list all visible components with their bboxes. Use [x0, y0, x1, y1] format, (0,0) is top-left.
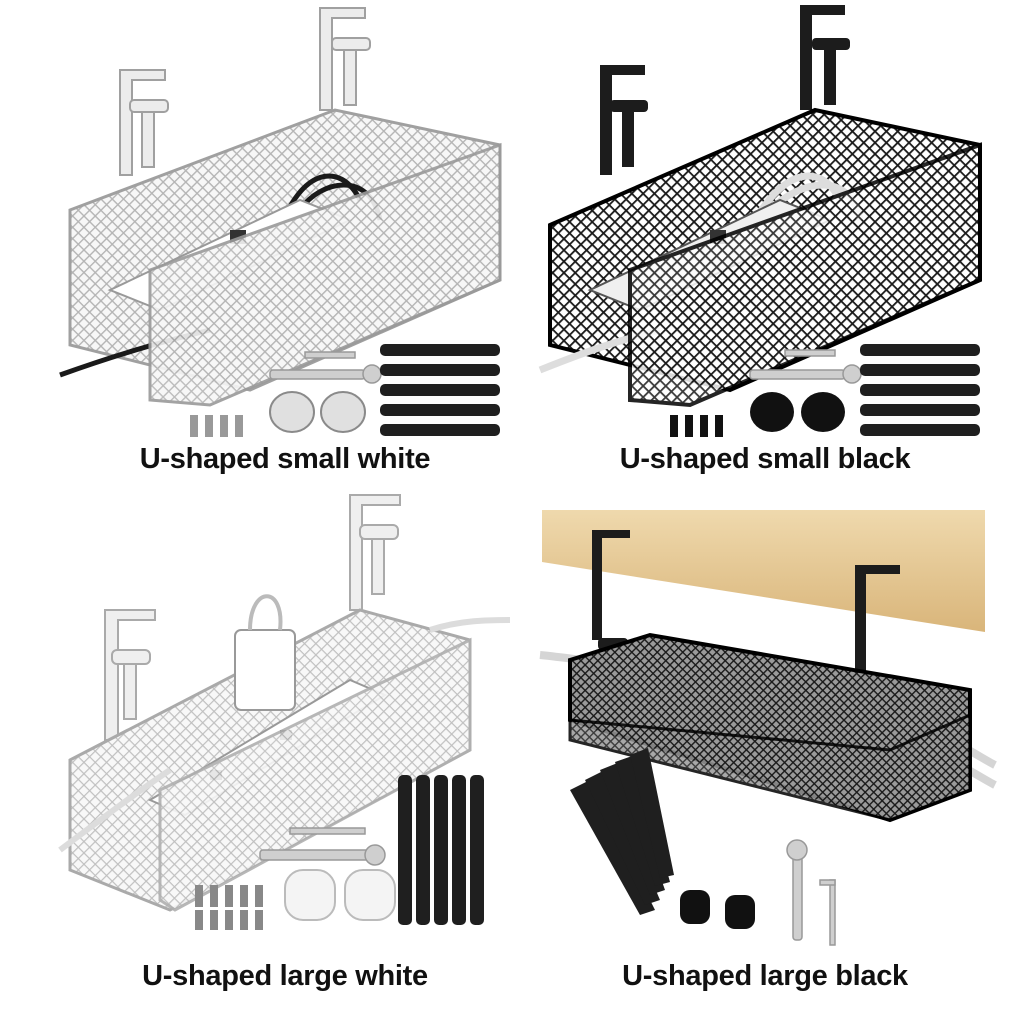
product-label: U-shaped small white — [139, 443, 431, 475]
cable-tray-image-large-white — [58, 494, 511, 930]
product-panel-small-black: U-shaped small black — [530, 0, 1000, 490]
cable-tray-front — [628, 142, 982, 408]
accessory-velcro-straps — [398, 775, 484, 925]
cable-tray-image-small-white — [59, 7, 502, 437]
cable-tray-front — [148, 142, 502, 407]
product-label: U-shaped small black — [619, 443, 911, 475]
product-label: U-shaped large black — [622, 960, 908, 992]
desk-clamp — [600, 5, 850, 175]
accessory-wrench — [259, 827, 386, 866]
accessory-wrench — [749, 349, 862, 384]
product-panel-large-black: U-shaped large black — [530, 490, 1000, 1020]
desk-top — [542, 510, 985, 632]
desk-clamp — [119, 7, 371, 176]
accessory-wrench — [786, 839, 836, 946]
accessory-cable-clips — [269, 391, 366, 433]
accessory-screws — [670, 415, 723, 437]
product-panel-small-white: U-shaped small white — [50, 0, 520, 490]
accessory-velcro-straps — [860, 344, 980, 436]
accessory-wrench — [269, 351, 382, 384]
desk-clamp — [104, 494, 401, 741]
cable-tray-image-large-black — [539, 510, 997, 946]
cable-tray-front — [568, 712, 972, 822]
accessory-screws — [190, 415, 243, 437]
product-label: U-shaped large white — [142, 960, 428, 992]
power-adapter — [234, 594, 296, 711]
accessory-cable-clips — [680, 890, 755, 929]
accessory-screws — [195, 885, 263, 930]
cable-tray-image-small-black — [538, 5, 982, 437]
accessory-velcro-straps — [570, 748, 674, 915]
product-panel-large-white: U-shaped large white — [50, 490, 520, 1020]
accessory-cable-clips — [750, 392, 845, 432]
accessory-velcro-straps — [380, 344, 500, 436]
cables — [58, 617, 511, 853]
accessory-cable-clips — [284, 869, 396, 921]
